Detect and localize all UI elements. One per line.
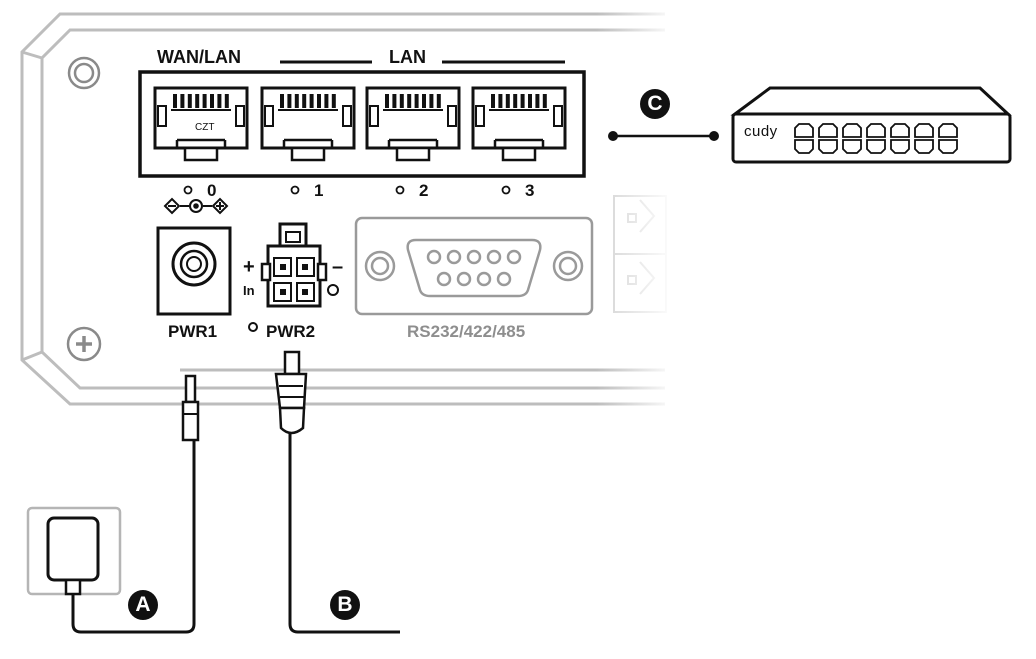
switch-ports <box>794 123 958 154</box>
port-3-number: 3 <box>525 181 535 200</box>
rj45-port-0[interactable] <box>153 86 249 162</box>
cable-a <box>71 438 196 634</box>
serial-port-db9 <box>354 216 594 316</box>
pwr2-label: PWR2 <box>266 322 316 341</box>
switch-port <box>866 139 886 154</box>
lan-header: LAN <box>389 47 426 67</box>
callout-b-badge: B <box>330 590 360 620</box>
switch-port <box>914 123 934 138</box>
cable-b <box>288 432 400 634</box>
power-indicator-led <box>248 322 258 332</box>
callout-a-badge: A <box>128 590 158 620</box>
rj45-ports <box>153 86 567 195</box>
switch-port <box>890 123 910 138</box>
rj45-port-2[interactable] <box>365 86 461 162</box>
port-3-led <box>501 185 511 195</box>
screw-bottom-icon <box>66 326 102 362</box>
port-1-led <box>290 185 300 195</box>
pwr1-label: PWR1 <box>168 322 218 341</box>
dc-plug-a <box>181 374 200 442</box>
switch-port <box>914 139 934 154</box>
switch-port <box>938 139 958 154</box>
rj45-port-1[interactable] <box>260 86 356 162</box>
switch-port <box>938 123 958 138</box>
pwr2-minus-sign: – <box>332 256 344 278</box>
port-2-led <box>395 185 405 195</box>
switch-port <box>794 123 814 138</box>
switch-port <box>866 123 886 138</box>
screw-top-icon <box>67 56 101 90</box>
port-0-number: 0 <box>207 181 217 200</box>
switch-port <box>842 123 862 138</box>
power-plug-b <box>274 350 308 435</box>
serial-port-label: RS232/422/485 <box>407 322 526 341</box>
dc-jack-pwr1 <box>156 197 232 316</box>
pwr2-indicator-led <box>327 284 339 296</box>
port-0-led <box>183 185 193 195</box>
callout-c-badge: C <box>640 89 670 119</box>
wan-lan-header: WAN/LAN <box>157 47 241 67</box>
terminal-connector-pwr2 <box>260 222 328 308</box>
pwr2-plus-sign: + <box>243 256 255 278</box>
pwr2-in-label: In <box>243 283 255 298</box>
switch-brand-label: cudy <box>744 123 778 140</box>
device-housing <box>20 12 665 406</box>
port-0-chip-label: CZT <box>195 122 215 133</box>
power-adapter-icon <box>26 506 122 596</box>
switch-port <box>794 139 814 154</box>
cable-c <box>608 131 719 141</box>
switch-port <box>818 123 838 138</box>
rj45-port-3[interactable] <box>471 86 567 162</box>
dc-polarity-icon <box>163 197 229 215</box>
switch-port <box>890 139 910 154</box>
fade-overlay <box>596 0 676 420</box>
port-1-number: 1 <box>314 181 324 200</box>
switch-port <box>842 139 862 154</box>
port-2-number: 2 <box>419 181 429 200</box>
switch-port <box>818 139 838 154</box>
